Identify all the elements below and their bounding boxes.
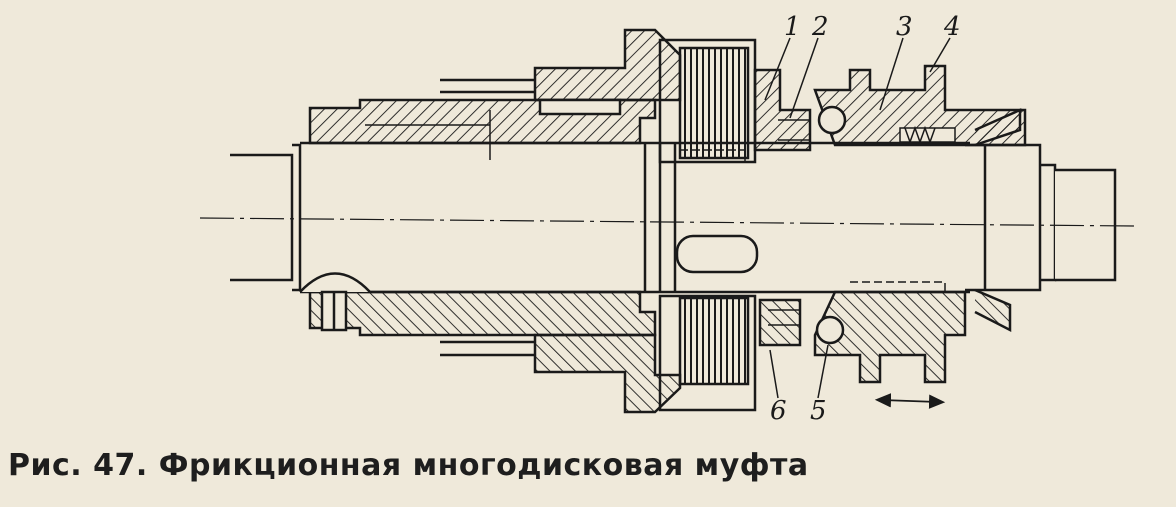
figure-caption: Рис. 47. Фрикционная многодисковая муфта bbox=[8, 448, 809, 483]
leader-lines bbox=[764, 37, 951, 399]
lower-hub bbox=[308, 290, 682, 414]
ball-lower bbox=[815, 315, 845, 345]
centerline bbox=[199, 217, 1136, 227]
clutch-drawing bbox=[199, 28, 1136, 414]
part-label-6: 6 bbox=[770, 396, 787, 426]
set-screw bbox=[299, 272, 371, 332]
part-label-1: 1 bbox=[784, 12, 801, 42]
part-label-2: 2 bbox=[812, 12, 829, 42]
ball-upper bbox=[817, 105, 847, 135]
pressure-sleeve bbox=[753, 68, 812, 347]
lower-disc-pack bbox=[678, 296, 750, 386]
upper-hub bbox=[308, 28, 682, 145]
part-label-3: 3 bbox=[896, 12, 913, 42]
right-shaft-end bbox=[965, 143, 1117, 292]
part-label-4: 4 bbox=[944, 12, 961, 42]
part-label-5: 5 bbox=[810, 396, 827, 426]
key-slot bbox=[675, 234, 759, 274]
upper-disc-pack bbox=[678, 46, 750, 160]
left-shaft-end bbox=[230, 143, 302, 292]
shift-direction-arrow bbox=[874, 393, 946, 409]
shift-sleeve bbox=[813, 64, 1027, 384]
